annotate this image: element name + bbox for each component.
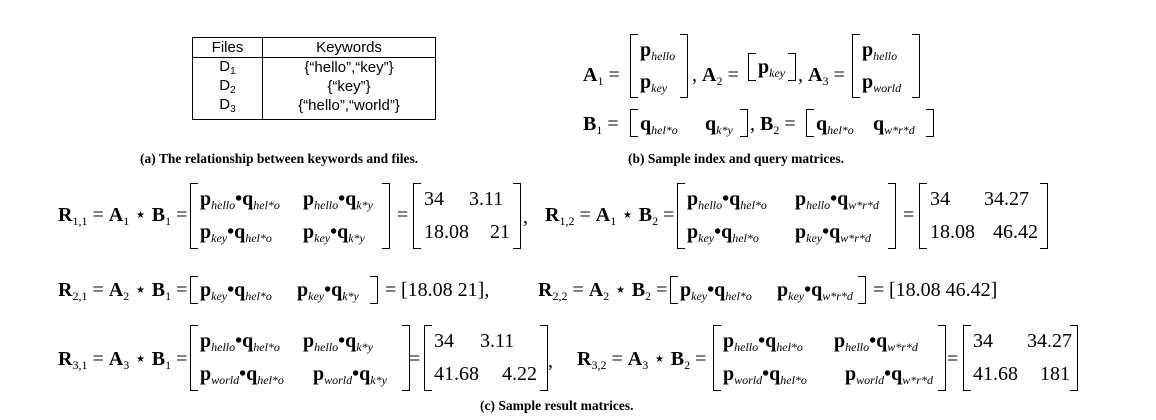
caption-a: (a) The relationship between keywords an… — [140, 151, 419, 166]
file-cell: D3 — [192, 96, 263, 120]
keywords-cell: {“hello”,“key”} — [304, 59, 394, 76]
keywords-cell: {“key”} — [327, 78, 371, 95]
table-row: D3 {“hello”,“world”} — [192, 96, 436, 120]
caption-c: (c) Sample result matrices. — [480, 398, 634, 413]
table-row: D2 {“key”} — [192, 77, 436, 96]
file-cell: D2 — [192, 77, 263, 96]
table-row: D1 {“hello”,“key”} — [192, 57, 436, 77]
caption-b: (b) Sample index and query matrices. — [628, 151, 844, 166]
keywords-cell: {“hello”,“world”} — [298, 97, 400, 114]
header-files: Files — [192, 37, 263, 58]
file-cell: D1 — [192, 57, 263, 77]
header-keywords: Keywords — [262, 37, 436, 58]
files-keywords-table: Files Keywords D1 {“hello”,“key”} D2 {“k… — [192, 37, 436, 120]
